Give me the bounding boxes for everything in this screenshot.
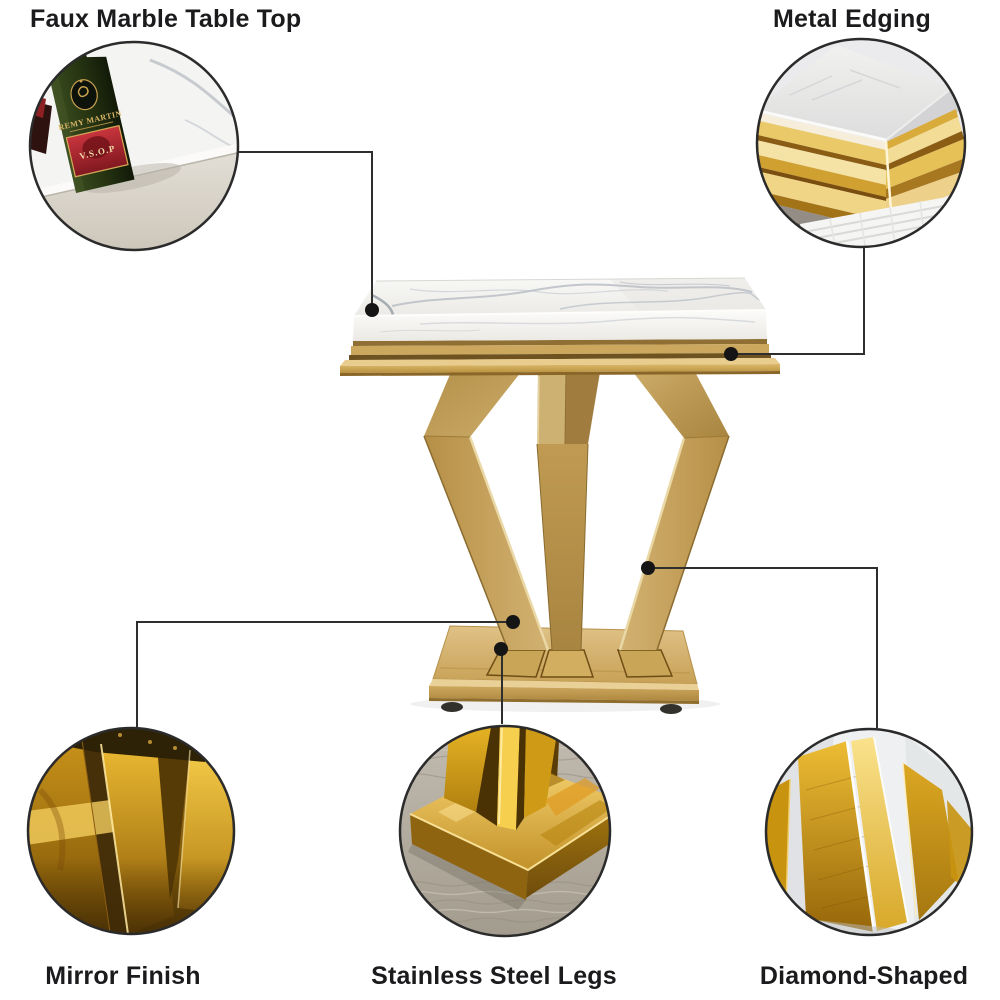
- leader-line-mirror-finish: [136, 615, 520, 727]
- leader-line-metal-edging: [724, 247, 865, 361]
- marble-tabletop: [353, 277, 767, 341]
- leader-line-faux-marble: [237, 151, 379, 317]
- base-foot: [441, 702, 463, 712]
- table-photo: [340, 277, 780, 714]
- gold-molding: [340, 339, 780, 376]
- leader-line-stainless-steel-legs: [494, 642, 508, 724]
- mirror-finish-closeup-photo: [28, 728, 234, 934]
- label-mirror-finish: Mirror Finish: [45, 962, 201, 990]
- callout-circle-rim: [26, 726, 236, 936]
- callout-circle-diamond-shaped: [764, 727, 974, 937]
- leader-lines: [136, 151, 878, 728]
- callout-dot-diamond-shaped: [641, 561, 655, 575]
- callout-dot-mirror-finish: [506, 615, 520, 629]
- callout-circle-rim: [28, 40, 240, 252]
- callout-dot-faux-marble: [365, 303, 379, 317]
- base-foot: [660, 704, 682, 714]
- callout-circle-metal-edging: [755, 37, 967, 249]
- table-legs: [423, 371, 730, 651]
- label-faux-marble-table-top: Faux Marble Table Top: [30, 5, 302, 33]
- brushed-texture: [805, 775, 872, 909]
- callout-dot-metal-edging: [724, 347, 738, 361]
- label-metal-edging: Metal Edging: [773, 5, 931, 33]
- callout-circle-rim: [764, 727, 974, 937]
- callout-circle-mirror-finish: [26, 726, 236, 936]
- callout-circle-faux-marble: REMY MARTIN V.S.O.P: [28, 40, 240, 252]
- label-diamond-shaped: Diamond-Shaped: [759, 962, 969, 990]
- callout-dot-stainless-steel-legs: [494, 642, 508, 656]
- leader-line-diamond-shaped: [641, 561, 878, 728]
- base-closeup-photo: [400, 726, 610, 936]
- diamond-legs-closeup-photo: [766, 729, 972, 935]
- label-stainless-steel-legs: Stainless Steel Legs: [371, 962, 617, 990]
- callout-circle-stainless-steel-legs: [398, 724, 612, 938]
- callout-circle-rim: [398, 724, 612, 938]
- callout-circle-rim: [755, 37, 967, 249]
